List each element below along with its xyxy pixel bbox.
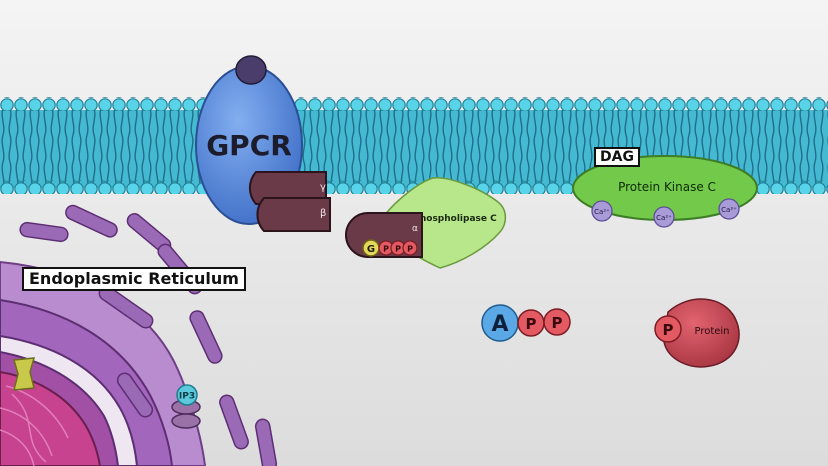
chromatin (0, 385, 69, 466)
er-tubule (65, 204, 118, 238)
phosphate-label: P (407, 245, 413, 254)
gamma-label: γ (320, 182, 326, 193)
gpcr-label: GPCR (206, 129, 292, 162)
er-tubule (189, 310, 223, 364)
phosphate-group (543, 308, 571, 336)
calcium-ion: Ca²⁺ (718, 198, 740, 220)
phosphate-group (654, 315, 682, 343)
gtp-molecule: G P P P (362, 239, 418, 257)
g-protein-beta-gamma: γ β (248, 171, 331, 232)
calcium-ion: Ca²⁺ (591, 200, 613, 222)
er-membrane-channel (13, 357, 36, 391)
adenosine-label: A (491, 312, 508, 337)
calcium-label: Ca²⁺ (656, 214, 672, 222)
atp-molecule: A P P (481, 304, 571, 342)
er-tubule (116, 372, 154, 418)
ip3-molecule: IP3 (176, 384, 198, 406)
ligand-icon (235, 55, 267, 85)
dag-label: DAG (594, 147, 640, 168)
pkc-label: Protein Kinase C (618, 180, 716, 194)
ip3-label: IP3 (179, 392, 195, 402)
phosphate-label: P (383, 245, 389, 254)
phosphate-label: P (526, 315, 537, 333)
calcium-ion: Ca²⁺ (653, 206, 675, 228)
phosphate-label: P (663, 321, 674, 339)
phosphate-group (402, 240, 418, 256)
g-protein-alpha: α G P P P (345, 212, 423, 258)
phospholipase-label: Phospholipase C (413, 214, 497, 224)
calcium-label: Ca²⁺ (594, 208, 610, 216)
phosphate-label: P (395, 245, 401, 254)
protein-kinase-c: Protein Kinase C (572, 155, 758, 221)
membrane-outer-heads (0, 97, 828, 111)
calcium-label: Ca²⁺ (721, 206, 737, 214)
protein-label: Protein (694, 326, 729, 337)
phosphorylated-protein: Protein P (654, 298, 740, 368)
er-tubule (19, 221, 69, 243)
guanine-label: G (367, 244, 375, 255)
phosphate-label: P (552, 314, 563, 332)
alpha-label: α (412, 224, 418, 234)
g-protein-beta-subunit (256, 197, 331, 232)
endoplasmic-reticulum (0, 204, 278, 466)
er-label: Endoplasmic Reticulum (22, 267, 246, 292)
er-tubule (254, 418, 278, 466)
er-tubule (219, 394, 249, 450)
beta-label: β (320, 208, 326, 219)
